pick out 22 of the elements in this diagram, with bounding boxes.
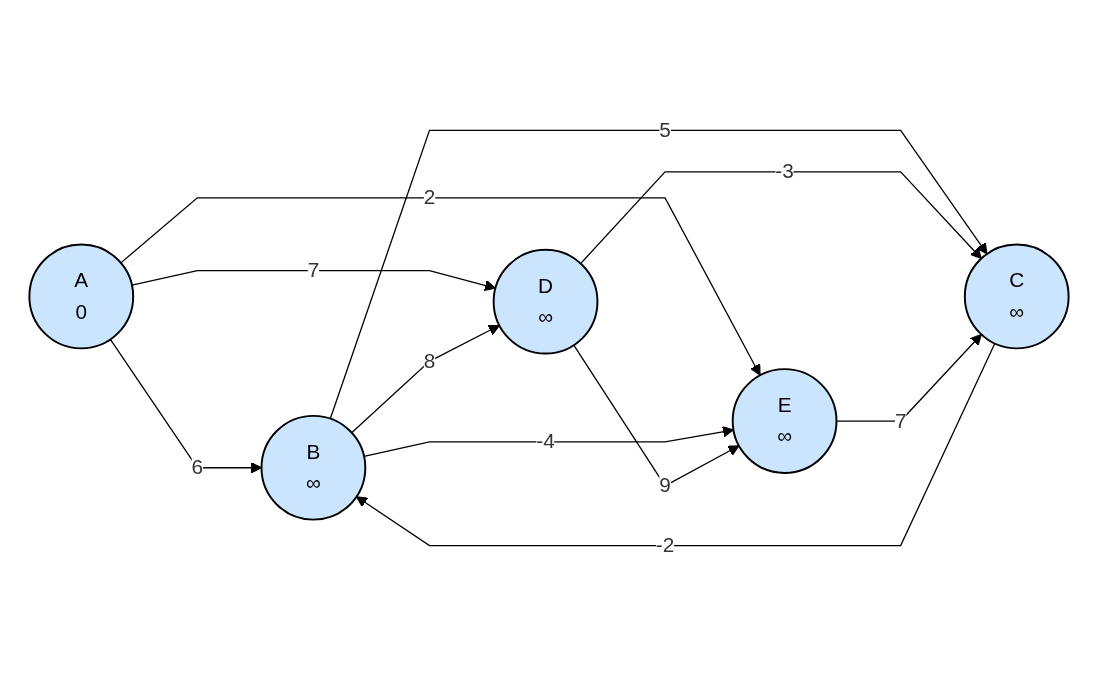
edge-label: -3	[775, 160, 794, 183]
node-circle: B ∞	[260, 414, 367, 521]
edge-label: 2	[423, 186, 436, 209]
arrow	[329, 129, 988, 420]
arrow	[363, 426, 734, 458]
edge-label: 9	[659, 474, 671, 497]
node-circle: A 0	[28, 243, 135, 350]
arrow	[131, 269, 496, 292]
edge-label: 5	[659, 118, 671, 141]
arrow	[580, 171, 982, 265]
edge-label: 6	[191, 456, 204, 479]
edge-label: 7	[307, 258, 320, 281]
node-circle: D ∞	[492, 248, 599, 355]
edge-label: 8	[423, 349, 436, 372]
arrow	[120, 197, 761, 376]
edge-label: 7	[894, 409, 907, 432]
edge-label: -2	[655, 533, 675, 556]
node-circle: E ∞	[731, 368, 838, 474]
node-circle: C ∞	[963, 243, 1070, 350]
edge-label: -4	[536, 430, 555, 453]
arrow	[351, 324, 500, 434]
arrow	[356, 342, 996, 547]
